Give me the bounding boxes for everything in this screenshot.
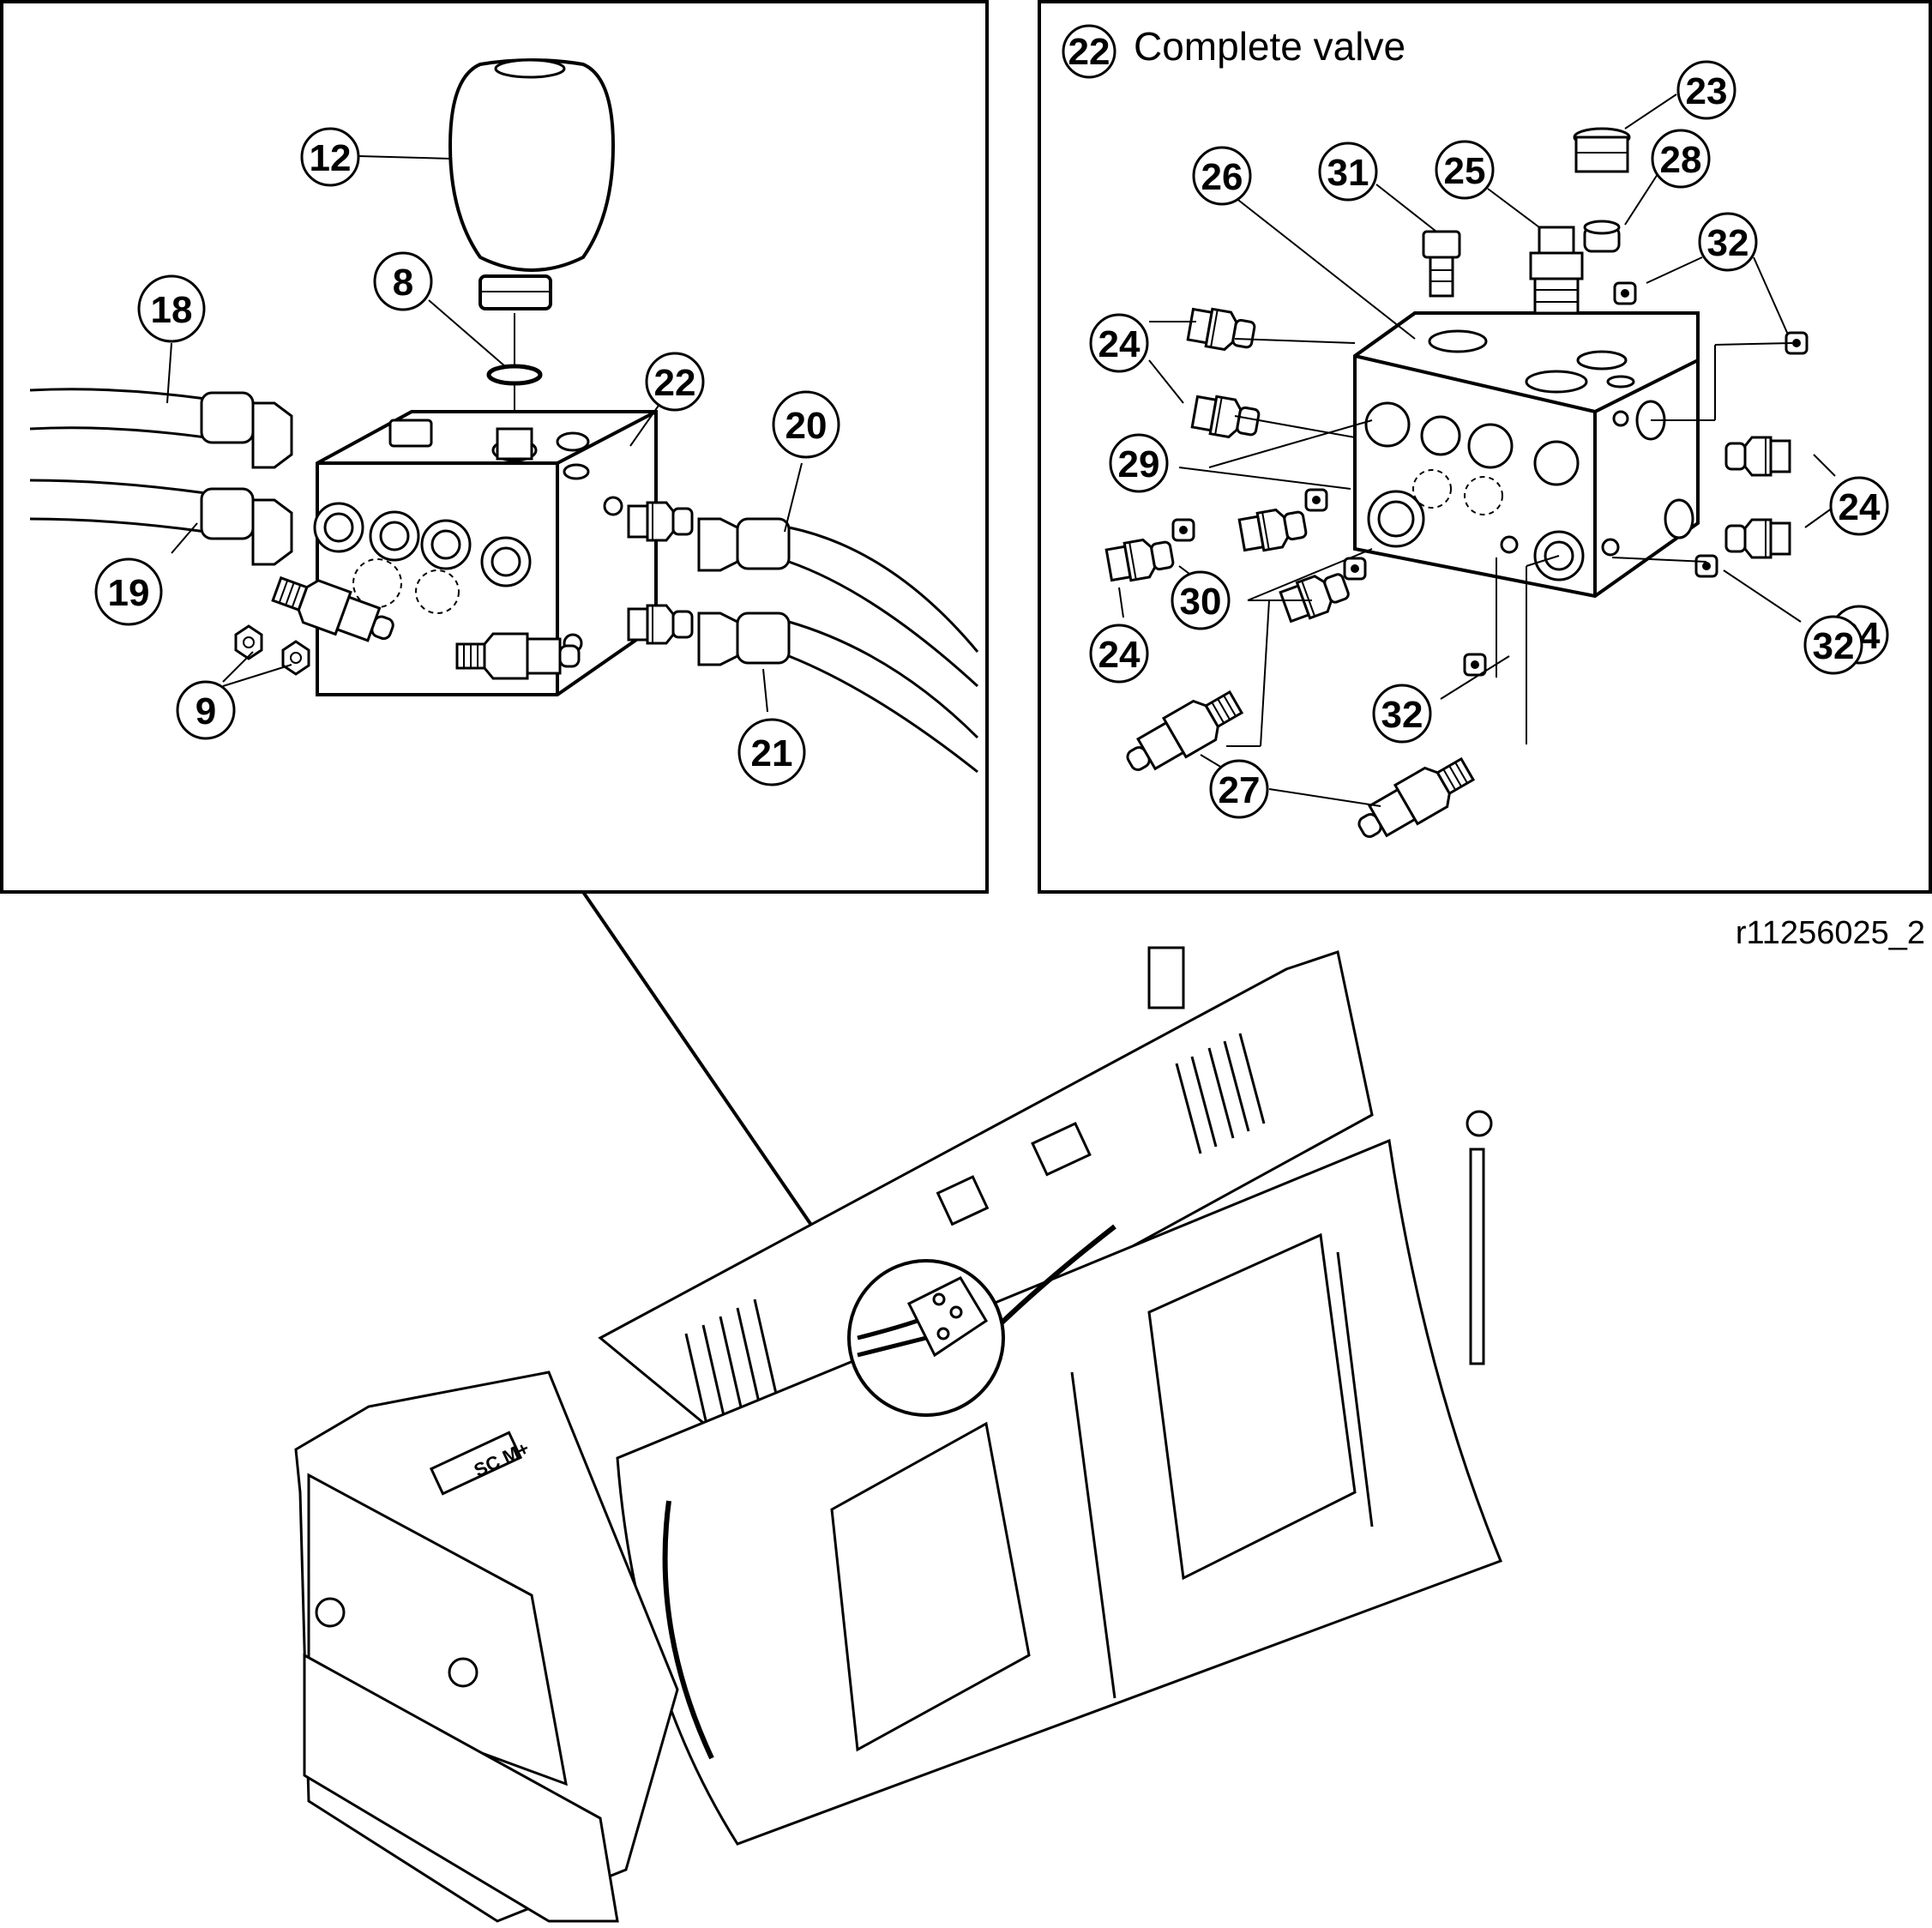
callout-32: 32 bbox=[1803, 615, 1863, 675]
callout-23: 23 bbox=[1676, 60, 1736, 120]
vent-slots-upper bbox=[1175, 1033, 1266, 1154]
callout-20: 20 bbox=[772, 390, 840, 459]
svg-text:32: 32 bbox=[1381, 694, 1423, 736]
callout-24: 24 bbox=[1089, 313, 1149, 373]
detail-panel-hydraulic-block: 12 8 18 22 20 19 9 21 bbox=[0, 0, 989, 1357]
svg-text:31: 31 bbox=[1327, 152, 1369, 194]
callout-27: 27 bbox=[1209, 759, 1269, 819]
callout-29: 29 bbox=[1109, 433, 1169, 493]
accumulator bbox=[448, 58, 616, 310]
svg-text:26: 26 bbox=[1201, 156, 1243, 198]
svg-text:25: 25 bbox=[1444, 150, 1486, 192]
callout-8: 8 bbox=[373, 251, 433, 311]
bottom-skid bbox=[303, 1653, 619, 1923]
svg-text:21: 21 bbox=[751, 732, 793, 774]
svg-text:24: 24 bbox=[1098, 323, 1141, 365]
svg-text:32: 32 bbox=[1707, 222, 1749, 264]
svg-text:29: 29 bbox=[1118, 443, 1160, 485]
leader-lines-right bbox=[1118, 93, 1836, 807]
callout-24: 24 bbox=[1829, 476, 1889, 536]
label-plate-small bbox=[936, 1175, 990, 1226]
svg-text:23: 23 bbox=[1686, 70, 1728, 112]
svg-text:32: 32 bbox=[1813, 625, 1855, 667]
vent-slots-lower bbox=[684, 1298, 778, 1429]
o-ring bbox=[486, 364, 543, 386]
svg-text:19: 19 bbox=[108, 572, 150, 614]
svg-text:30: 30 bbox=[1180, 581, 1222, 623]
callout-19: 19 bbox=[94, 557, 163, 626]
svg-text:27: 27 bbox=[1219, 769, 1261, 811]
svg-text:12: 12 bbox=[310, 137, 352, 179]
callout-22: 22 bbox=[645, 352, 705, 412]
bucket-assembly: SC M+ bbox=[294, 946, 1502, 1923]
svg-text:24: 24 bbox=[1839, 486, 1881, 528]
hoses-outlet bbox=[697, 517, 979, 774]
bolt-hole bbox=[448, 1657, 478, 1688]
callout-21: 21 bbox=[737, 718, 806, 786]
svg-text:8: 8 bbox=[393, 262, 413, 304]
callout-18: 18 bbox=[137, 274, 206, 343]
magnified-valve bbox=[857, 1276, 989, 1358]
bucket-hook bbox=[1147, 946, 1185, 1009]
callout-32: 32 bbox=[1698, 212, 1758, 272]
bolt-hole bbox=[315, 1597, 346, 1628]
front-panel-left bbox=[830, 1421, 1031, 1752]
callout-30: 30 bbox=[1171, 570, 1231, 630]
svg-text:24: 24 bbox=[1098, 634, 1141, 676]
top-parts bbox=[1422, 127, 1809, 677]
svg-text:22: 22 bbox=[654, 362, 696, 404]
fittings-left bbox=[268, 501, 694, 680]
valve-block-right bbox=[1353, 311, 1700, 599]
bucket-hose bbox=[662, 1500, 714, 1760]
svg-text:Complete valve: Complete valve bbox=[1134, 24, 1405, 69]
svg-text:20: 20 bbox=[785, 405, 828, 447]
label-plate bbox=[1031, 1122, 1092, 1177]
svg-text:22: 22 bbox=[1068, 31, 1110, 73]
right-hinge-knob bbox=[1466, 1110, 1493, 1137]
right-hinge-bar bbox=[1469, 1148, 1485, 1365]
callout-25: 25 bbox=[1435, 140, 1495, 200]
callout-31: 31 bbox=[1318, 142, 1378, 202]
hoses-inlet bbox=[29, 388, 293, 566]
callout-28: 28 bbox=[1651, 129, 1711, 189]
figure-id: r11256025_2 bbox=[1736, 915, 1925, 951]
svg-text:18: 18 bbox=[151, 289, 193, 331]
front-panel-right bbox=[1147, 1232, 1357, 1581]
callout-9: 9 bbox=[176, 680, 236, 740]
panel-title: 22 Complete valve bbox=[1062, 24, 1405, 79]
svg-text:9: 9 bbox=[196, 690, 216, 732]
callout-32: 32 bbox=[1372, 684, 1432, 744]
callout-24: 24 bbox=[1089, 624, 1149, 684]
svg-text:28: 28 bbox=[1660, 139, 1702, 181]
detail-panel-complete-valve: 22 Complete valve bbox=[1038, 0, 1932, 894]
callout-26: 26 bbox=[1192, 146, 1252, 206]
callout-12: 12 bbox=[300, 127, 360, 187]
